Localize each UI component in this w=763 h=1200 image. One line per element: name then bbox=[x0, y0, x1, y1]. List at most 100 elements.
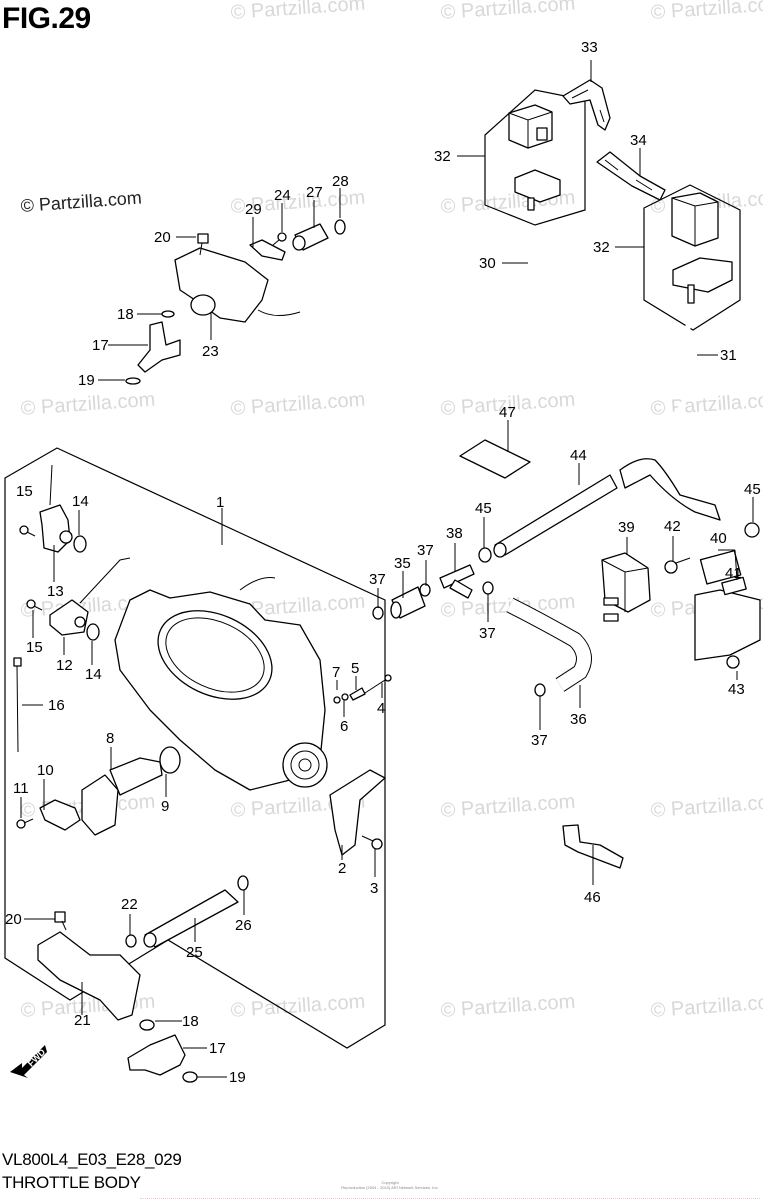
callout-11[interactable]: 11 bbox=[13, 780, 29, 797]
callout-32[interactable]: 32 bbox=[593, 239, 610, 256]
callout-14[interactable]: 14 bbox=[72, 493, 89, 510]
part-o-ring-19[interactable] bbox=[182, 1071, 198, 1083]
callout-21[interactable]: 21 bbox=[74, 1012, 91, 1029]
callout-2[interactable]: 2 bbox=[338, 860, 346, 877]
part-pipe-35[interactable] bbox=[390, 586, 426, 619]
callout-36[interactable]: 36 bbox=[570, 711, 587, 728]
part-clamp-37[interactable] bbox=[372, 606, 384, 620]
callout-37[interactable]: 37 bbox=[369, 571, 386, 588]
part-sensor-13[interactable] bbox=[39, 464, 73, 553]
callout-8[interactable]: 8 bbox=[106, 730, 114, 747]
callout-15[interactable]: 15 bbox=[16, 483, 33, 500]
callout-30[interactable]: 30 bbox=[479, 255, 496, 272]
callout-34[interactable]: 34 bbox=[630, 132, 647, 149]
part-bolt-20[interactable] bbox=[197, 233, 209, 256]
callout-42[interactable]: 42 bbox=[664, 518, 681, 535]
part-sensor-lower-cap[interactable] bbox=[671, 192, 719, 247]
part-delivery-pipe-21[interactable] bbox=[37, 931, 141, 1021]
part-washer-6[interactable] bbox=[341, 693, 349, 701]
callout-13[interactable]: 13 bbox=[47, 583, 64, 600]
part-sensor-12[interactable] bbox=[49, 557, 131, 636]
callout-9[interactable]: 9 bbox=[161, 798, 169, 815]
part-nut-43[interactable] bbox=[726, 655, 740, 669]
part-o-ring-19[interactable] bbox=[125, 377, 141, 385]
part-sensor-upper-body[interactable] bbox=[514, 169, 561, 211]
part-plug-27[interactable] bbox=[292, 223, 329, 251]
callout-20[interactable]: 20 bbox=[154, 229, 171, 246]
callout-37[interactable]: 37 bbox=[417, 542, 434, 559]
callout-6[interactable]: 6 bbox=[340, 718, 348, 735]
part-sensor-8[interactable] bbox=[81, 757, 163, 836]
part-hose-44[interactable] bbox=[493, 458, 721, 558]
part-label-40[interactable] bbox=[699, 550, 742, 585]
callout-7[interactable]: 7 bbox=[332, 664, 340, 681]
part-delivery-pipe-23[interactable] bbox=[174, 247, 301, 323]
part-screw-3[interactable] bbox=[361, 835, 383, 850]
callout-46[interactable]: 46 bbox=[584, 889, 601, 906]
callout-3[interactable]: 3 bbox=[370, 880, 378, 897]
callout-18[interactable]: 18 bbox=[117, 306, 134, 323]
callout-28[interactable]: 28 bbox=[332, 173, 349, 190]
part-screw-15[interactable] bbox=[19, 525, 36, 537]
part-bolt-20[interactable] bbox=[54, 911, 67, 931]
part-o-ring-28[interactable] bbox=[334, 219, 346, 235]
part-hose-31[interactable] bbox=[644, 324, 689, 433]
callout-20[interactable]: 20 bbox=[5, 911, 22, 928]
callout-4[interactable]: 4 bbox=[377, 700, 385, 717]
part-label-47[interactable] bbox=[459, 439, 531, 479]
callout-45[interactable]: 45 bbox=[744, 481, 761, 498]
part-hose-30[interactable] bbox=[527, 232, 606, 401]
callout-24[interactable]: 24 bbox=[274, 187, 291, 204]
callout-43[interactable]: 43 bbox=[728, 681, 745, 698]
part-bracket-33[interactable] bbox=[562, 79, 611, 131]
part-screw-42[interactable] bbox=[664, 557, 691, 574]
part-screw-4[interactable] bbox=[364, 674, 392, 694]
callout-38[interactable]: 38 bbox=[446, 525, 463, 542]
part-o-ring-9[interactable] bbox=[159, 746, 181, 774]
callout-22[interactable]: 22 bbox=[121, 896, 138, 913]
callout-25[interactable]: 25 bbox=[186, 944, 203, 961]
part-lever-2[interactable] bbox=[329, 769, 386, 856]
callout-27[interactable]: 27 bbox=[306, 184, 323, 201]
callout-44[interactable]: 44 bbox=[570, 447, 587, 464]
part-bracket-40[interactable] bbox=[694, 589, 761, 661]
callout-17[interactable]: 17 bbox=[92, 337, 109, 354]
part-screw-15[interactable] bbox=[26, 599, 43, 611]
callout-45[interactable]: 45 bbox=[475, 500, 492, 517]
callout-15[interactable]: 15 bbox=[26, 639, 43, 656]
part-o-ring-14[interactable] bbox=[86, 623, 100, 641]
part-o-ring-7[interactable] bbox=[333, 696, 341, 704]
callout-40[interactable]: 40 bbox=[710, 530, 727, 547]
callout-35[interactable]: 35 bbox=[394, 555, 411, 572]
callout-16[interactable]: 16 bbox=[48, 697, 65, 714]
part-o-ring-26[interactable] bbox=[237, 875, 249, 891]
callout-1[interactable]: 1 bbox=[216, 494, 224, 511]
part-clamp-45[interactable] bbox=[744, 522, 760, 538]
part-plate-29[interactable] bbox=[249, 239, 286, 261]
callout-29[interactable]: 29 bbox=[245, 201, 262, 218]
part-spring-5[interactable] bbox=[349, 687, 366, 701]
part-sensor-lower-body[interactable] bbox=[672, 257, 733, 304]
part-o-ring-22[interactable] bbox=[125, 934, 137, 948]
callout-47[interactable]: 47 bbox=[499, 404, 516, 421]
callout-5[interactable]: 5 bbox=[351, 660, 359, 677]
callout-26[interactable]: 26 bbox=[235, 917, 252, 934]
part-pipe-25[interactable] bbox=[143, 889, 239, 948]
callout-39[interactable]: 39 bbox=[618, 519, 635, 536]
callout-33[interactable]: 33 bbox=[581, 39, 598, 56]
callout-32[interactable]: 32 bbox=[434, 148, 451, 165]
part-sensor-upper-cap[interactable] bbox=[508, 104, 553, 149]
callout-19[interactable]: 19 bbox=[229, 1069, 246, 1086]
callout-31[interactable]: 31 bbox=[720, 347, 737, 364]
callout-17[interactable]: 17 bbox=[209, 1040, 226, 1057]
part-clamp-37[interactable] bbox=[534, 683, 546, 697]
part-joint-38[interactable] bbox=[439, 564, 475, 599]
part-injector-17[interactable] bbox=[127, 1034, 186, 1076]
callout-18[interactable]: 18 bbox=[182, 1013, 199, 1030]
part-o-ring-18[interactable] bbox=[139, 1019, 155, 1031]
part-screw-24[interactable] bbox=[272, 232, 287, 246]
part-clamp-band-16[interactable] bbox=[13, 657, 22, 753]
callout-23[interactable]: 23 bbox=[202, 343, 219, 360]
part-bracket-34[interactable] bbox=[596, 151, 666, 201]
part-clamp-45[interactable] bbox=[478, 547, 492, 563]
